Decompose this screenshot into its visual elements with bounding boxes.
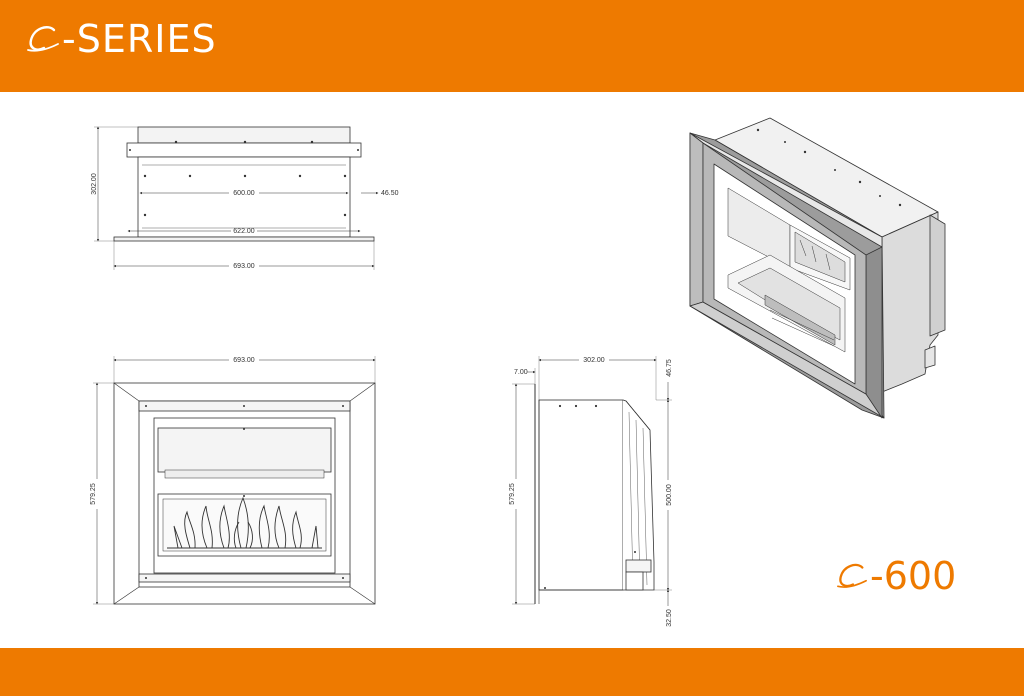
front-view (93, 356, 376, 605)
header-band (0, 0, 1024, 92)
c-swoosh-logo-icon (27, 26, 59, 52)
top-inner-width-label: 600.00 (233, 190, 255, 197)
top-overall-width-label: 693.00 (233, 263, 255, 270)
brand-logo: -SERIES (26, 14, 217, 64)
top-frame-width-label: 622.00 (233, 228, 255, 235)
side-bottom-offset-label: 32.50 (666, 609, 673, 627)
series-title: -SERIES (62, 17, 217, 61)
side-front-offset-label: 7.00 (514, 369, 528, 376)
top-view (94, 126, 379, 270)
flame-pattern (167, 496, 322, 549)
side-body-height-label: 500.00 (666, 484, 673, 506)
side-view (512, 356, 672, 606)
side-top-offset-label: 46.75 (666, 359, 673, 377)
model-logo: -600 (836, 553, 956, 599)
top-depth-label: 302.00 (91, 173, 98, 195)
isometric-view (689, 117, 946, 419)
front-overall-width-label: 693.00 (233, 357, 255, 364)
top-side-offset-label: 46.50 (381, 190, 399, 197)
side-depth-label: 302.00 (583, 357, 605, 364)
c-swoosh-model-icon (837, 563, 867, 588)
footer-band (0, 648, 1024, 696)
front-overall-height-label: 579.25 (90, 483, 97, 505)
side-overall-height-label: 579.25 (509, 483, 516, 505)
model-number: -600 (870, 554, 957, 598)
